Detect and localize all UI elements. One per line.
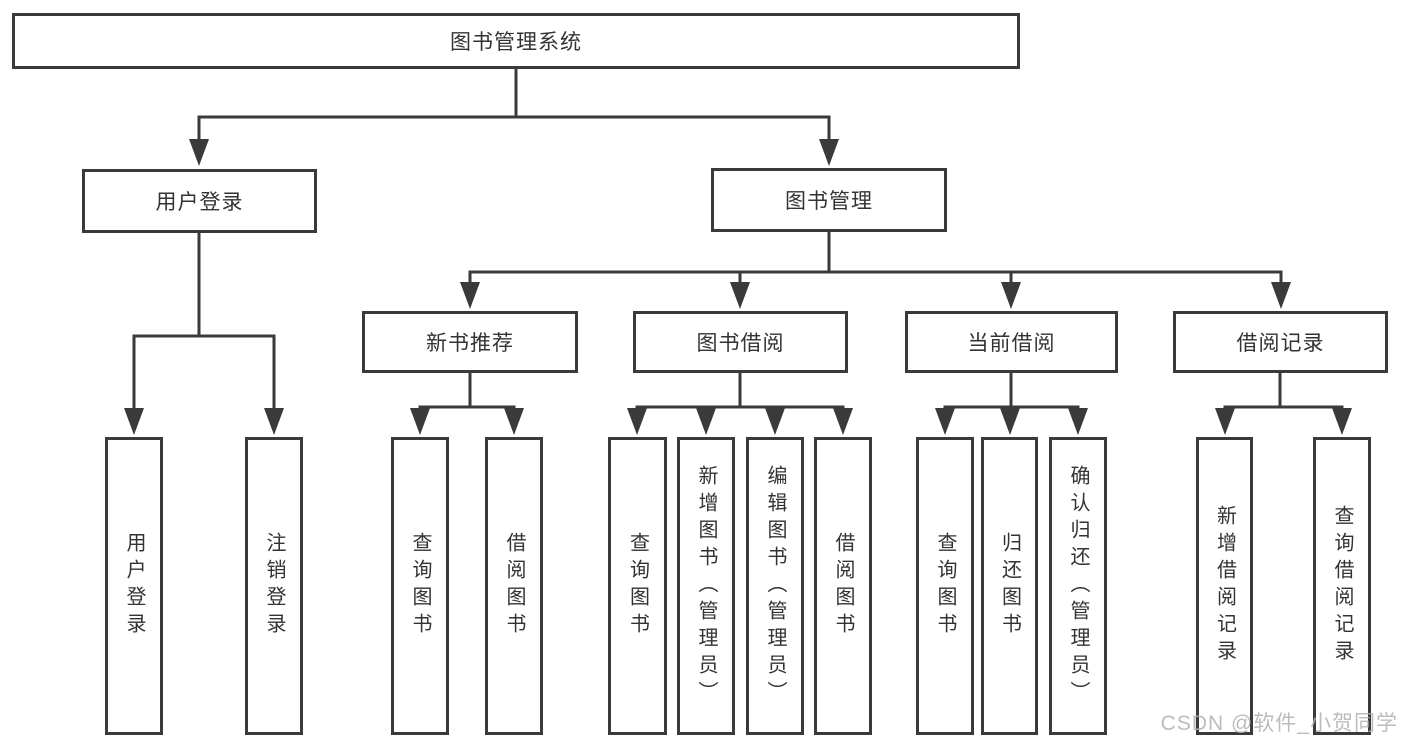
- node-label: 借阅记录: [1236, 332, 1325, 355]
- node-leaf-user-login: 用户登录: [105, 437, 163, 735]
- node-label: 借阅图书: [503, 532, 525, 640]
- node-label: 图书借阅: [696, 332, 785, 355]
- node-leaf-add-borrow-record: 新增借阅记录: [1196, 437, 1253, 735]
- node-leaf-add-books: 新增图书（管理员）: [677, 437, 735, 735]
- node-label: 图书管理: [785, 190, 873, 213]
- arrowhead-icon: [504, 408, 524, 435]
- node-label: 图书管理系统: [450, 31, 582, 54]
- node-label: 当前借阅: [967, 332, 1056, 355]
- node-label: 查询图书: [934, 532, 956, 640]
- arrowhead-icon: [1271, 282, 1291, 309]
- arrowhead-icon: [1332, 408, 1352, 435]
- node-leaf-confirm-return: 确认归还（管理员）: [1049, 437, 1107, 735]
- arrowhead-icon: [833, 408, 853, 435]
- arrowhead-icon: [1001, 282, 1021, 309]
- arrowhead-icon: [627, 408, 647, 435]
- node-label: 借阅图书: [832, 532, 854, 640]
- node-label: 新增借阅记录: [1213, 505, 1236, 667]
- node-label: 归还图书: [998, 532, 1021, 640]
- node-book-management: 图书管理: [711, 168, 947, 232]
- node-leaf-borrow-books-2: 借阅图书: [814, 437, 872, 735]
- node-new-book-recommend: 新书推荐: [362, 311, 578, 373]
- node-borrowing-records: 借阅记录: [1173, 311, 1388, 373]
- watermark: CSDN @软件_小贺同学: [1160, 712, 1398, 735]
- node-leaf-query-books-2: 查询图书: [608, 437, 667, 735]
- arrowhead-icon: [730, 282, 750, 309]
- node-label: 注销登录: [263, 532, 285, 640]
- node-label: 查询图书: [409, 532, 431, 640]
- node-leaf-logout: 注销登录: [245, 437, 303, 735]
- arrowhead-icon: [819, 139, 839, 166]
- node-book-borrowing: 图书借阅: [633, 311, 848, 373]
- arrowhead-icon: [264, 408, 284, 435]
- node-leaf-query-books-1: 查询图书: [391, 437, 449, 735]
- node-leaf-query-books-3: 查询图书: [916, 437, 974, 735]
- node-library-system: 图书管理系统: [12, 13, 1020, 69]
- arrowhead-icon: [696, 408, 716, 435]
- arrowhead-icon: [410, 408, 430, 435]
- node-leaf-return-books: 归还图书: [981, 437, 1038, 735]
- node-leaf-query-borrow-record: 查询借阅记录: [1313, 437, 1371, 735]
- node-label: 查询借阅记录: [1331, 505, 1353, 667]
- node-label: 编辑图书（管理员）: [764, 464, 786, 708]
- node-label: 新增图书（管理员）: [695, 464, 717, 708]
- arrowhead-icon: [935, 408, 955, 435]
- arrowhead-icon: [765, 408, 785, 435]
- arrowhead-icon: [1068, 408, 1088, 435]
- arrowhead-icon: [124, 408, 144, 435]
- node-label: 用户登录: [155, 191, 244, 214]
- arrowhead-icon: [1000, 408, 1020, 435]
- node-current-borrowing: 当前借阅: [905, 311, 1118, 373]
- node-label: 查询图书: [626, 532, 649, 640]
- node-leaf-edit-books: 编辑图书（管理员）: [746, 437, 804, 735]
- node-leaf-borrow-books-1: 借阅图书: [485, 437, 543, 735]
- arrowhead-icon: [460, 282, 480, 309]
- node-label: 新书推荐: [426, 332, 514, 355]
- node-label: 确认归还（管理员）: [1067, 464, 1089, 708]
- arrowhead-icon: [189, 139, 209, 166]
- node-label: 用户登录: [123, 532, 145, 640]
- node-user-login: 用户登录: [82, 169, 317, 233]
- arrowhead-icon: [1215, 408, 1235, 435]
